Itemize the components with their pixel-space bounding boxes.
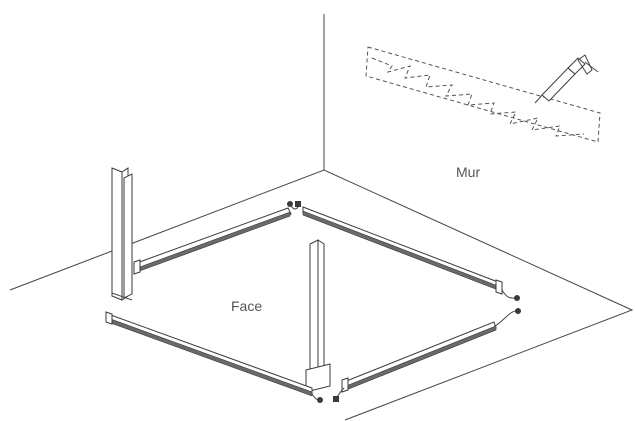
cable-connector-icon: [287, 201, 301, 210]
front-left-rail: [105, 311, 313, 397]
wall-label: Mur: [456, 164, 480, 180]
adhesive-strip: [365, 46, 601, 143]
front-right-rail: [341, 321, 497, 393]
back-right-rail: [302, 206, 503, 295]
back-left-post: [111, 167, 133, 301]
right-corner-connector: [494, 289, 521, 327]
caulking-gun-icon: [534, 54, 599, 104]
front-corner-connector: [311, 387, 345, 403]
floor-outline: [9, 169, 634, 421]
back-left-rail: [133, 207, 292, 275]
front-label: Face: [231, 298, 262, 314]
center-post: [305, 239, 331, 393]
